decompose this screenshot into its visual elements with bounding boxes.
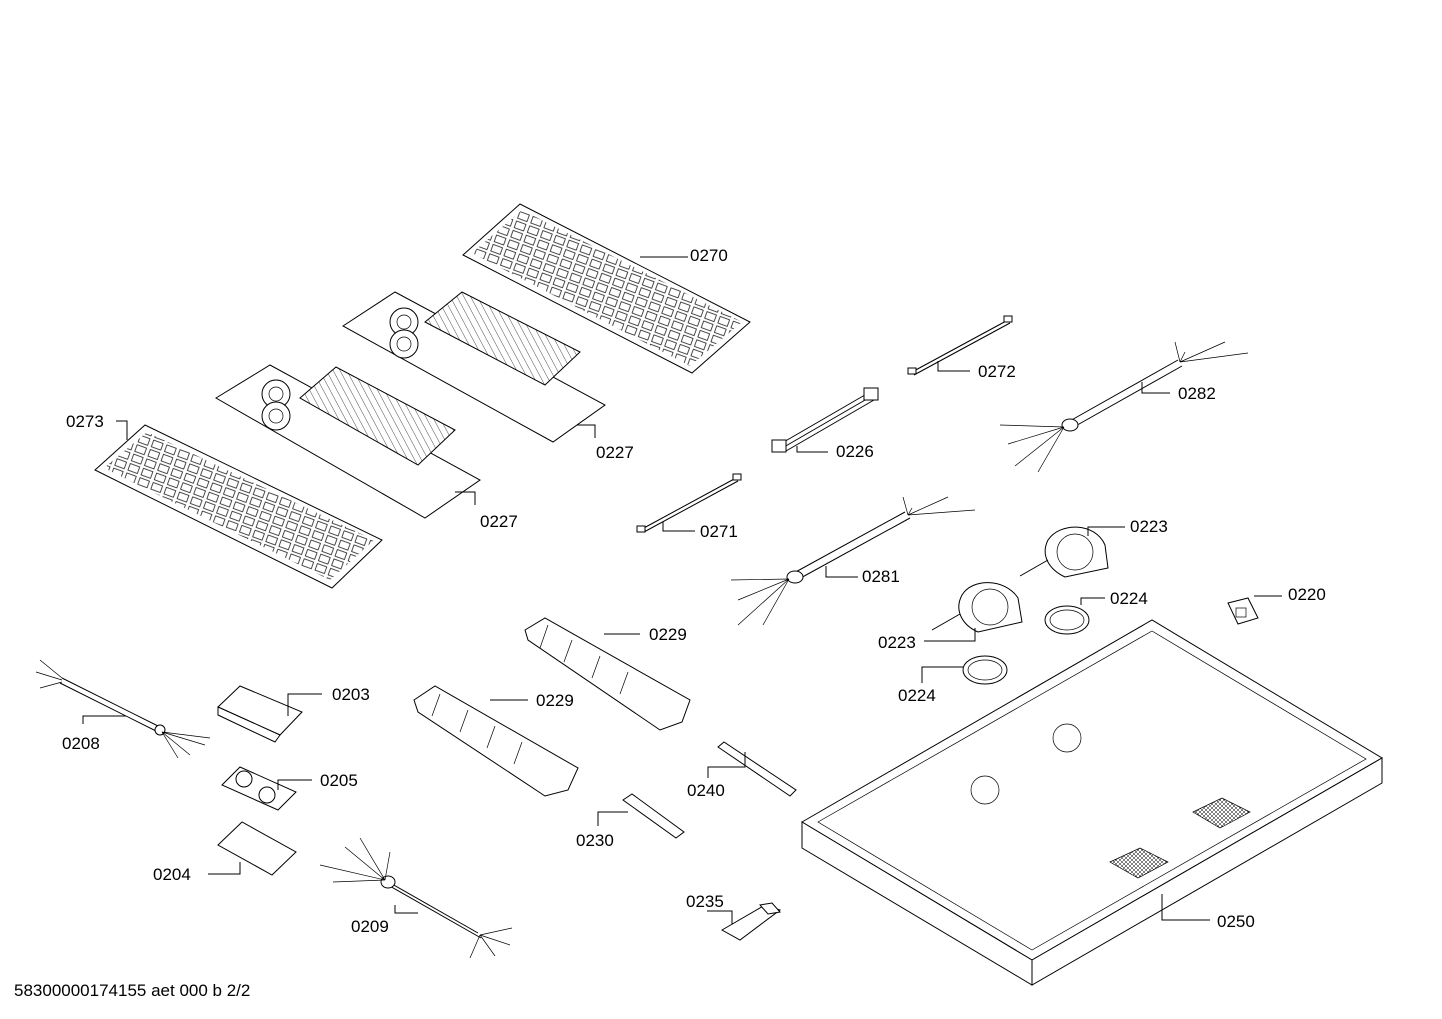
part-label-0223: 0223: [1130, 517, 1168, 536]
wiring-0209: [319, 837, 513, 959]
part-label-0229: 0229: [649, 625, 687, 644]
part-label-0235: 0235: [686, 892, 724, 911]
bracket-0240: [707, 741, 797, 797]
part-label-0282: 0282: [1178, 384, 1216, 403]
part-label-0229: 0229: [536, 691, 574, 710]
wiring-harness-0281: [730, 496, 976, 626]
relay-board-0273: [94, 420, 383, 589]
part-label-0230: 0230: [576, 831, 614, 850]
part-label-0220: 0220: [1288, 585, 1326, 604]
part-label-0272: 0272: [978, 362, 1016, 381]
part-label-0227: 0227: [596, 443, 634, 462]
power-board-0227-upper: [342, 291, 606, 443]
fan-0223-lower: [924, 582, 1023, 642]
cable-0271: [636, 473, 742, 533]
part-label-0250: 0250: [1217, 912, 1255, 931]
part-label-0227: 0227: [480, 512, 518, 531]
bracket-0203: [217, 685, 322, 743]
power-cord-0208: [35, 659, 211, 759]
bracket-0230: [597, 793, 685, 839]
part-label-0205: 0205: [320, 771, 358, 790]
bracket-0204: [208, 821, 297, 876]
filter-board-0205: [221, 766, 312, 811]
clip-0235: [707, 902, 782, 941]
seal-ring-0224-upper: [1044, 597, 1105, 635]
air-duct-0229-lower: [413, 685, 579, 797]
part-label-0270: 0270: [690, 246, 728, 265]
air-duct-0229-upper: [524, 617, 691, 731]
part-label-0224: 0224: [898, 686, 936, 705]
part-label-0281: 0281: [862, 567, 900, 586]
part-label-0226: 0226: [836, 442, 874, 461]
part-label-0271: 0271: [700, 522, 738, 541]
seal-ring-0224-lower: [921, 655, 1008, 685]
clip-0220: [1227, 595, 1282, 625]
fan-0223-upper: [1019, 526, 1125, 578]
part-label-0204: 0204: [153, 865, 191, 884]
part-label-0223: 0223: [878, 633, 916, 652]
part-label-0240: 0240: [687, 781, 725, 800]
base-tray-0250: [801, 619, 1383, 986]
document-code: 58300000174155 aet 000 b 2/2: [14, 981, 251, 1000]
power-board-0227-lower: [215, 364, 481, 519]
part-label-0203: 0203: [332, 685, 370, 704]
part-label-0273: 0273: [66, 412, 104, 431]
part-label-0209: 0209: [351, 917, 389, 936]
wiring-harness-0282: [999, 341, 1249, 473]
part-label-0224: 0224: [1110, 589, 1148, 608]
part-label-0208: 0208: [62, 734, 100, 753]
cable-0272: [907, 315, 1013, 376]
relay-board-0270: [462, 203, 751, 374]
cable-0226: [771, 387, 879, 453]
